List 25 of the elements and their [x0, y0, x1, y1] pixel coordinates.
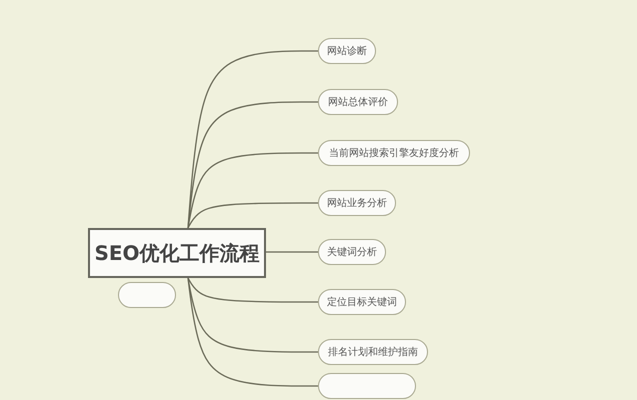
central-topic-text: SEO优化工作流程 [94, 240, 260, 266]
topic-text: 关键词分析 [327, 246, 377, 259]
topic-text: 当前网站搜索引擎友好度分析 [329, 146, 459, 160]
branch-line [187, 278, 318, 387]
topic-text: 网站总体评价 [328, 96, 388, 109]
topic-box [318, 38, 376, 64]
branch-line [187, 202, 318, 228]
topic-text: 网站业务分析 [327, 196, 387, 210]
branch-line [187, 278, 318, 353]
topic-text: 排名计划和维护指南 [328, 346, 418, 359]
topic-box [318, 289, 406, 315]
topic-box [318, 373, 416, 399]
topic-box [318, 339, 428, 365]
topic-box [118, 282, 176, 308]
branch-line [266, 251, 318, 253]
topic-box [318, 140, 470, 166]
topic-box [318, 190, 396, 216]
topic-text: 定位目标关键词 [327, 296, 397, 309]
topic-box [318, 89, 398, 115]
topic-text: 网站诊断 [327, 44, 367, 58]
branch-line [187, 278, 318, 303]
branch-line [187, 101, 318, 228]
branch-line [187, 152, 318, 228]
central-topic-box [88, 228, 266, 278]
topic-box [318, 239, 386, 265]
